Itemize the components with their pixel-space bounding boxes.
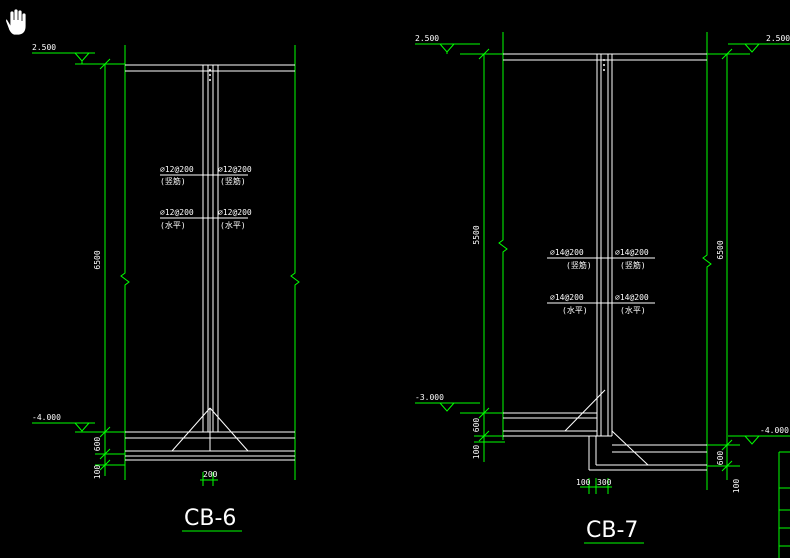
cb7-rebar-h-left-note: (水平): [562, 305, 588, 315]
cb6-rebar-v-right-note: (竖筋): [220, 176, 246, 186]
cb6-rebar-h-right: ⌀12@200: [218, 208, 252, 217]
cb6-elev-bottom: -4.000: [32, 413, 61, 422]
section-cb6: 2.500 6500 600 100 -4.000: [32, 43, 300, 532]
cb6-title: CB-6: [184, 506, 236, 531]
cb7-elev-top-right-marker: 2.500: [728, 34, 790, 53]
cb7-title: CB-7: [586, 518, 638, 543]
cb7-elev-top-right: 2.500: [766, 34, 790, 43]
cb7-dim-base-b: 300: [597, 478, 612, 487]
cb6-dim-width: 200: [203, 470, 218, 479]
cb7-dim-height-left: 5500: [472, 225, 481, 244]
cb6-dim-cover: 100: [93, 465, 102, 480]
cb7-elev-bottom-right-marker: -4.000: [728, 426, 790, 445]
cb6-elev-top-marker: 2.500: [32, 43, 95, 64]
cb7-elev-top-left: 2.500: [415, 34, 439, 43]
cb7-dim-cover-left: 100: [472, 445, 481, 460]
cb6-rebar-v-left: ⌀12@200: [160, 165, 194, 174]
cb7-rebar-h-left: ⌀14@200: [550, 293, 584, 302]
cb6-rebar-v-right: ⌀12@200: [218, 165, 252, 174]
cb6-rebar-v-left-note: (竖筋): [160, 176, 186, 186]
title-block-frame: [778, 451, 790, 558]
cb7-dim-slab-right: 600: [716, 451, 725, 466]
cb7-elev-mid-left-marker: -3.000: [415, 393, 480, 412]
cb7-dim-height-right: 6500: [716, 240, 725, 259]
cb6-dim-slab: 600: [93, 437, 102, 452]
hand-pan-icon: [5, 8, 27, 36]
cb6-rebar-h-left-note: (水平): [160, 220, 186, 230]
cb6-dim-height: 6500: [93, 250, 102, 269]
cb7-rebar-v-right: ⌀14@200: [615, 248, 649, 257]
cb7-rebar-v-left-note: (竖筋): [566, 260, 592, 270]
cb7-elev-top-left-marker: 2.500: [415, 34, 480, 54]
cb7-elev-bottom-right: -4.000: [760, 426, 789, 435]
cb6-elev-top: 2.500: [32, 43, 56, 52]
cb6-elev-bottom-marker: -4.000: [32, 413, 95, 432]
cb7-dim-base-a: 100: [576, 478, 591, 487]
cb7-rebar-v-right-note: (竖筋): [620, 260, 646, 270]
cb7-rebar-h-right: ⌀14@200: [615, 293, 649, 302]
cb7-dim-cover-right: 100: [732, 479, 741, 494]
cb7-rebar-v-left: ⌀14@200: [550, 248, 584, 257]
cb6-rebar-h-left: ⌀12@200: [160, 208, 194, 217]
cb7-rebar-h-right-note: (水平): [620, 305, 646, 315]
cb7-elev-mid-left: -3.000: [415, 393, 444, 402]
section-cb7: 2.500 2.500 -3.000 -4.000 5500 600: [415, 32, 790, 544]
cb6-rebar-h-right-note: (水平): [220, 220, 246, 230]
cb7-dim-slab-left: 600: [472, 418, 481, 433]
